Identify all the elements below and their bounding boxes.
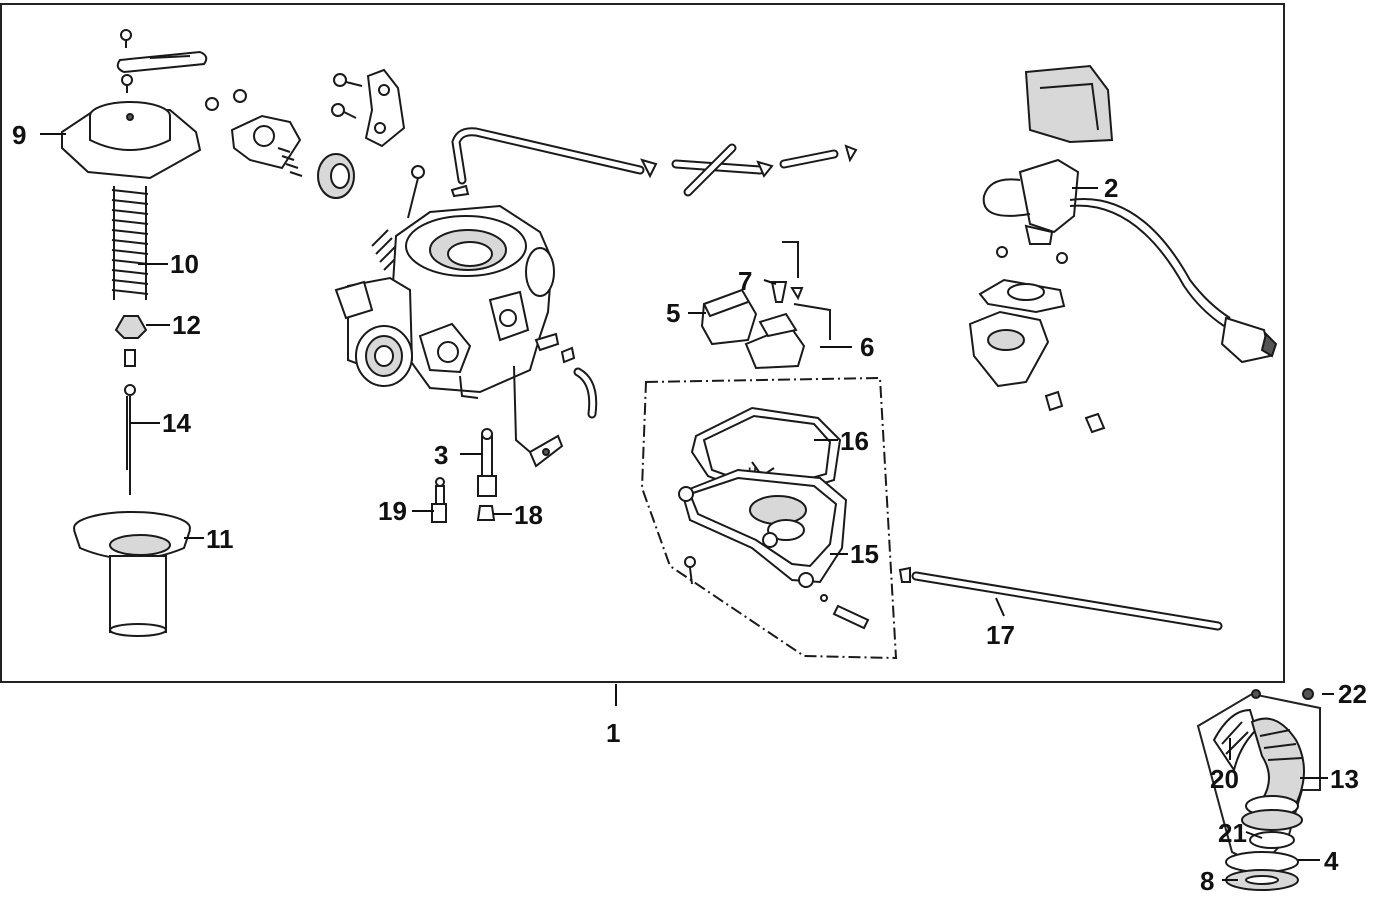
choke-mount-screws — [996, 246, 1068, 264]
bracket-screws — [331, 73, 363, 119]
callout-10: 10 — [170, 249, 199, 279]
slide-spring — [111, 186, 149, 300]
callout-12: 12 — [172, 310, 201, 340]
hose-fitting-right — [756, 160, 774, 178]
needle-clip — [124, 349, 136, 396]
float-left — [700, 288, 758, 346]
drain-plug-18 — [476, 505, 496, 521]
float-bowl — [678, 468, 848, 588]
callout-17: 17 — [986, 620, 1015, 650]
idle-spring-left — [371, 229, 401, 271]
cover-screw — [121, 74, 133, 93]
choke-connector — [1220, 316, 1278, 364]
callout-1: 1 — [606, 718, 620, 748]
float-right-assembly — [744, 303, 831, 370]
small-screws-pair — [205, 89, 247, 111]
carburetor-body — [334, 204, 555, 399]
overflow-hose-clip — [898, 566, 911, 583]
callout-3: 3 — [434, 440, 448, 470]
auto-choke-unit — [982, 158, 1231, 327]
callout-9: 9 — [12, 120, 26, 150]
bypass-hose — [573, 367, 598, 419]
top-bolt-22 — [1302, 688, 1314, 700]
intake-o-ring — [1249, 831, 1295, 849]
choke-holder — [968, 310, 1050, 388]
leader-lines — [40, 133, 1334, 881]
bowl-screw — [684, 556, 696, 585]
top-cover-screw — [120, 29, 132, 48]
callout-4: 4 — [1324, 846, 1339, 876]
air-cut-valve-cover — [230, 114, 302, 170]
callout-22: 22 — [1338, 679, 1367, 709]
callout-5: 5 — [666, 298, 680, 328]
short-hose-piece — [779, 149, 839, 169]
callout-20: 20 — [1210, 764, 1239, 794]
hose-fitting-small — [640, 158, 658, 179]
throttle-stop-screw — [534, 332, 560, 352]
callout-13: 13 — [1330, 764, 1359, 794]
cable-bracket-plate — [364, 68, 406, 148]
callout-11: 11 — [206, 524, 234, 554]
drain-screw — [820, 594, 870, 630]
intake-clamp — [1212, 708, 1258, 773]
bypass-hose-clip — [560, 346, 576, 364]
auto-choke-cover — [1024, 64, 1114, 144]
pilot-wire-with-tab — [513, 365, 564, 468]
intake-flange — [1241, 795, 1303, 831]
callout-2: 2 — [1104, 173, 1118, 203]
main-jet-holder — [477, 428, 497, 497]
throttle-cable-bracket — [116, 50, 208, 74]
end-clip — [844, 144, 858, 163]
air-cut-diaphragm — [317, 153, 355, 199]
callout-15: 15 — [850, 539, 879, 569]
vacuum-piston-diaphragm — [73, 511, 191, 637]
t-joint-hose — [671, 143, 765, 197]
needle-retainer — [114, 315, 148, 339]
float-needle-valve — [770, 241, 804, 303]
pilot-jet-19 — [431, 477, 447, 523]
callout-21: 21 — [1218, 818, 1247, 848]
jet-needle — [126, 396, 131, 495]
callout-16: 16 — [840, 426, 869, 456]
top-bolt-clamp — [1251, 689, 1261, 699]
callout-8: 8 — [1200, 866, 1214, 896]
top-long-screw — [407, 165, 425, 219]
callout-6: 6 — [860, 332, 874, 362]
callout-18: 18 — [514, 500, 543, 530]
assembly-frame — [0, 3, 1285, 683]
diaphragm-top-cover — [61, 101, 202, 180]
choke-plate-gasket — [978, 278, 1066, 314]
callout-19: 19 — [378, 496, 407, 526]
vent-hose-top — [451, 127, 645, 185]
hose-clip-left — [450, 184, 470, 198]
holder-screws — [1044, 390, 1106, 434]
callout-14: 14 — [162, 408, 191, 438]
intake-pipe — [1250, 717, 1305, 806]
insulator-gasket — [1225, 851, 1299, 891]
callout-7: 7 — [738, 266, 752, 296]
air-cut-spring — [277, 147, 303, 177]
overflow-hose — [911, 571, 1223, 631]
